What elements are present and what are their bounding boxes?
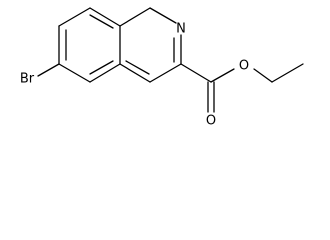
bond-c5-c4a-inner [89,60,114,75]
atom-label-carbonyl-oxygen: O [206,114,216,129]
atom-label-ester-oxygen: O [239,59,249,74]
bond-c3-c4 [149,63,182,83]
bond-ester-o-ch2 [253,68,273,83]
bond-ch2-ch3 [271,63,304,83]
bond-c8a-c8-inner [89,14,114,29]
bond-c4-c4a [119,63,151,83]
bond-c8a-c8 [89,7,121,27]
bond-carbonyl-ester-o [210,68,235,83]
bond-c3-carbonyl [180,63,212,83]
bond-c8-c7 [58,7,91,27]
bond-c1-n2 [149,7,177,24]
bond-c5-c4a [89,63,121,83]
bond-c6-c5 [58,63,91,83]
atom-label-bromine: Br [20,72,35,87]
bond-c6-br [37,63,60,77]
bond-c4-c4a-inner [125,60,150,75]
atom-label-nitrogen: N [176,22,186,37]
bond-c8a-c1 [119,7,151,27]
ethyl-6-bromoisoquinoline-3-carboxylate-structure: Br N O O [20,7,304,129]
